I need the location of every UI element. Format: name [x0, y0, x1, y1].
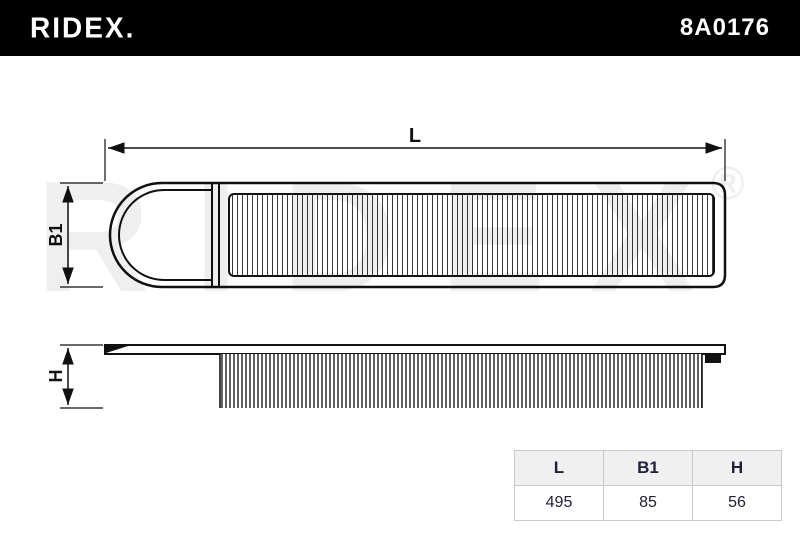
part-number: 8A0176	[679, 14, 770, 41]
spec-table-value-row: 495 85 56	[514, 485, 782, 521]
width-label: B1	[46, 223, 66, 246]
filter-side-view	[104, 344, 726, 408]
dimension-height: H	[46, 344, 103, 409]
spec-header-B1: B1	[603, 450, 693, 486]
frame-plate	[104, 344, 726, 355]
brand-logo: RIDEX.	[30, 11, 136, 44]
spec-table-header-row: L B1 H	[514, 450, 782, 486]
height-label: H	[46, 370, 66, 383]
technical-drawing: L B1 H	[46, 125, 727, 409]
pleated-media-side	[220, 354, 702, 408]
end-cap-inner-line	[118, 189, 212, 281]
spec-value-L: 495	[514, 485, 604, 521]
spec-header-L: L	[514, 450, 604, 486]
spec-table: L B1 H 495 85 56	[514, 450, 782, 521]
right-end-block	[705, 354, 721, 363]
spec-header-H: H	[692, 450, 782, 486]
length-label: L	[409, 125, 421, 147]
header-bar: RIDEX. 8A0176	[0, 0, 800, 56]
dimension-length: L	[104, 125, 726, 181]
dimension-width: B1	[46, 182, 103, 288]
spec-value-B1: 85	[603, 485, 693, 521]
left-end-wedge	[106, 346, 128, 353]
filter-top-view	[108, 181, 727, 289]
pleated-media-top	[228, 193, 715, 277]
spec-value-H: 56	[692, 485, 782, 521]
